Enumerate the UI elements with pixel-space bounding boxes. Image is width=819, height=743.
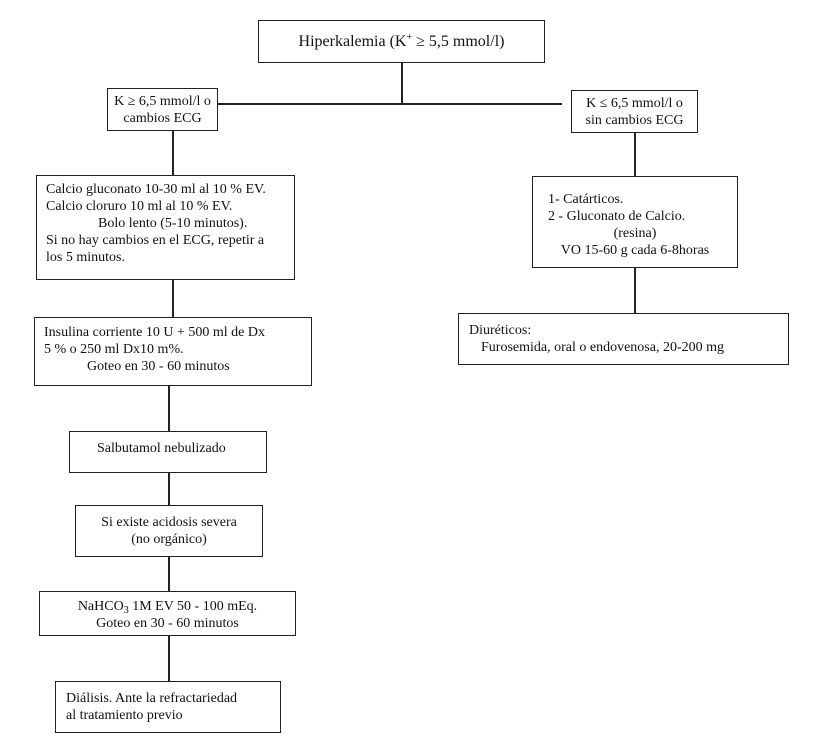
cathartics-line-3: (resina): [613, 226, 657, 241]
condition-right-line-2: sin cambios ECG: [585, 113, 684, 128]
dialysis-line-2: al tratamiento previo: [66, 708, 183, 723]
dialysis-node: Diálisis. Ante la refractariedad al trat…: [55, 681, 281, 733]
condition-node-right: K ≤ 6,5 mmol/l o sin cambios ECG: [571, 90, 698, 133]
connector-horizontal-split: [217, 103, 562, 105]
condition-left-line-2: cambios ECG: [123, 111, 202, 126]
connector-left-2: [172, 280, 174, 317]
condition-node-left: K ≥ 6,5 mmol/l o cambios ECG: [107, 88, 218, 131]
calcium-line-4: Si no hay cambios en el ECG, repetir a: [46, 233, 265, 248]
bicarbonate-line-1: NaHCO3 1M EV 50 - 100 mEq.: [77, 599, 258, 616]
insulin-line-1: Insulina corriente 10 U + 500 ml de Dx: [44, 325, 265, 340]
connector-left-1: [172, 131, 174, 175]
cathartics-line-2: 2 - Gluconato de Calcio.: [548, 209, 686, 224]
connector-root-down: [401, 63, 403, 104]
calcium-treatment-node: Calcio gluconato 10-30 ml al 10 % EV. Ca…: [36, 175, 295, 280]
root-node-hyperkalemia: Hiperkalemia (K+ ≥ 5,5 mmol/l): [258, 20, 545, 63]
diuretics-line-1: Diuréticos:: [469, 323, 532, 338]
calcium-line-5: los 5 minutos.: [46, 250, 125, 265]
acidosis-condition-node: Si existe acidosis severa (no orgánico): [75, 505, 263, 557]
bicarbonate-line-2: Goteo en 30 - 60 minutos: [96, 616, 239, 631]
connector-left-3: [168, 386, 170, 431]
bicarbonate-node: NaHCO3 1M EV 50 - 100 mEq. Goteo en 30 -…: [39, 591, 296, 636]
salbutamol-label: Salbutamol nebulizado: [97, 441, 226, 456]
connector-right-2: [634, 268, 636, 313]
root-label: Hiperkalemia (K+ ≥ 5,5 mmol/l): [298, 32, 505, 51]
insulin-treatment-node: Insulina corriente 10 U + 500 ml de Dx 5…: [34, 317, 312, 386]
calcium-line-1: Calcio gluconato 10-30 ml al 10 % EV.: [46, 182, 266, 197]
insulin-line-3: Goteo en 30 - 60 minutos: [87, 359, 230, 374]
connector-left-6: [168, 636, 170, 681]
cathartics-line-1: 1- Catárticos.: [548, 192, 624, 207]
salbutamol-node: Salbutamol nebulizado: [69, 431, 267, 473]
cathartics-line-4: VO 15-60 g cada 6-8horas: [560, 243, 710, 258]
connector-right-1: [634, 133, 636, 176]
diuretics-node: Diuréticos: Furosemida, oral o endovenos…: [458, 313, 789, 365]
condition-left-line-1: K ≥ 6,5 mmol/l o: [114, 94, 211, 109]
insulin-line-2: 5 % o 250 ml Dx10 m%.: [44, 342, 184, 357]
acidosis-line-1: Si existe acidosis severa: [101, 515, 237, 530]
acidosis-line-2: (no orgánico): [131, 532, 207, 547]
dialysis-line-1: Diálisis. Ante la refractariedad: [66, 691, 238, 706]
connector-left-4: [168, 473, 170, 505]
cathartics-node: 1- Catárticos. 2 - Gluconato de Calcio. …: [532, 176, 738, 268]
calcium-line-3: Bolo lento (5-10 minutos).: [98, 216, 248, 231]
diuretics-line-2: Furosemida, oral o endovenosa, 20-200 mg: [481, 340, 725, 355]
connector-left-5: [168, 557, 170, 591]
calcium-line-2: Calcio cloruro 10 ml al 10 % EV.: [46, 199, 233, 214]
condition-right-line-1: K ≤ 6,5 mmol/l o: [586, 96, 683, 111]
